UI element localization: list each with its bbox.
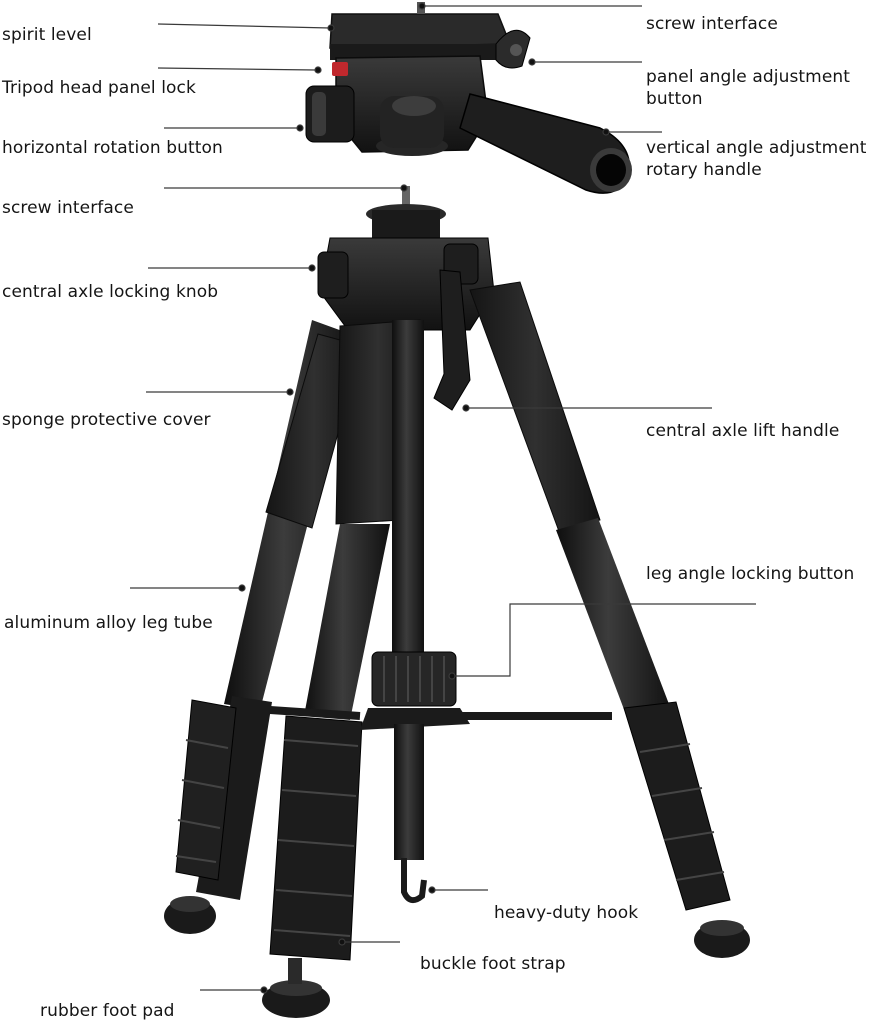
leg-left (164, 320, 363, 934)
label-aluminum-alloy-leg-tube: aluminum alloy leg tube (4, 613, 213, 633)
panel-lock-red (332, 62, 348, 76)
label-horizontal-rotation-button: horizontal rotation button (2, 138, 223, 158)
label-panel-angle-adjustment: panel angle adjustment button (646, 67, 851, 109)
label-screw-interface-lower: screw interface (2, 198, 134, 218)
center-column (269, 269, 612, 904)
label-heavy-duty-hook: heavy-duty hook (494, 903, 639, 923)
label-sponge-protective-cover: sponge protective cover (2, 410, 211, 430)
label-leg-angle-locking-button: leg angle locking button (646, 564, 855, 584)
pan-head (305, 2, 632, 194)
leader-lines (130, 2, 756, 994)
label-vertical-angle-handle: vertical angle adjustment rotary handle (646, 138, 867, 180)
center-column-top (317, 186, 495, 331)
label-spirit-level: spirit level (2, 25, 92, 45)
label-central-axle-locking-knob: central axle locking knob (2, 282, 219, 302)
label-central-axle-lift-handle: central axle lift handle (646, 421, 840, 441)
label-head-panel-lock: Tripod head panel lock (2, 78, 196, 98)
label-rubber-foot-pad: rubber foot pad (40, 1001, 175, 1021)
leg-right (469, 281, 750, 958)
label-screw-interface-top: screw interface (646, 14, 778, 34)
label-buckle-foot-strap: buckle foot strap (420, 954, 566, 974)
